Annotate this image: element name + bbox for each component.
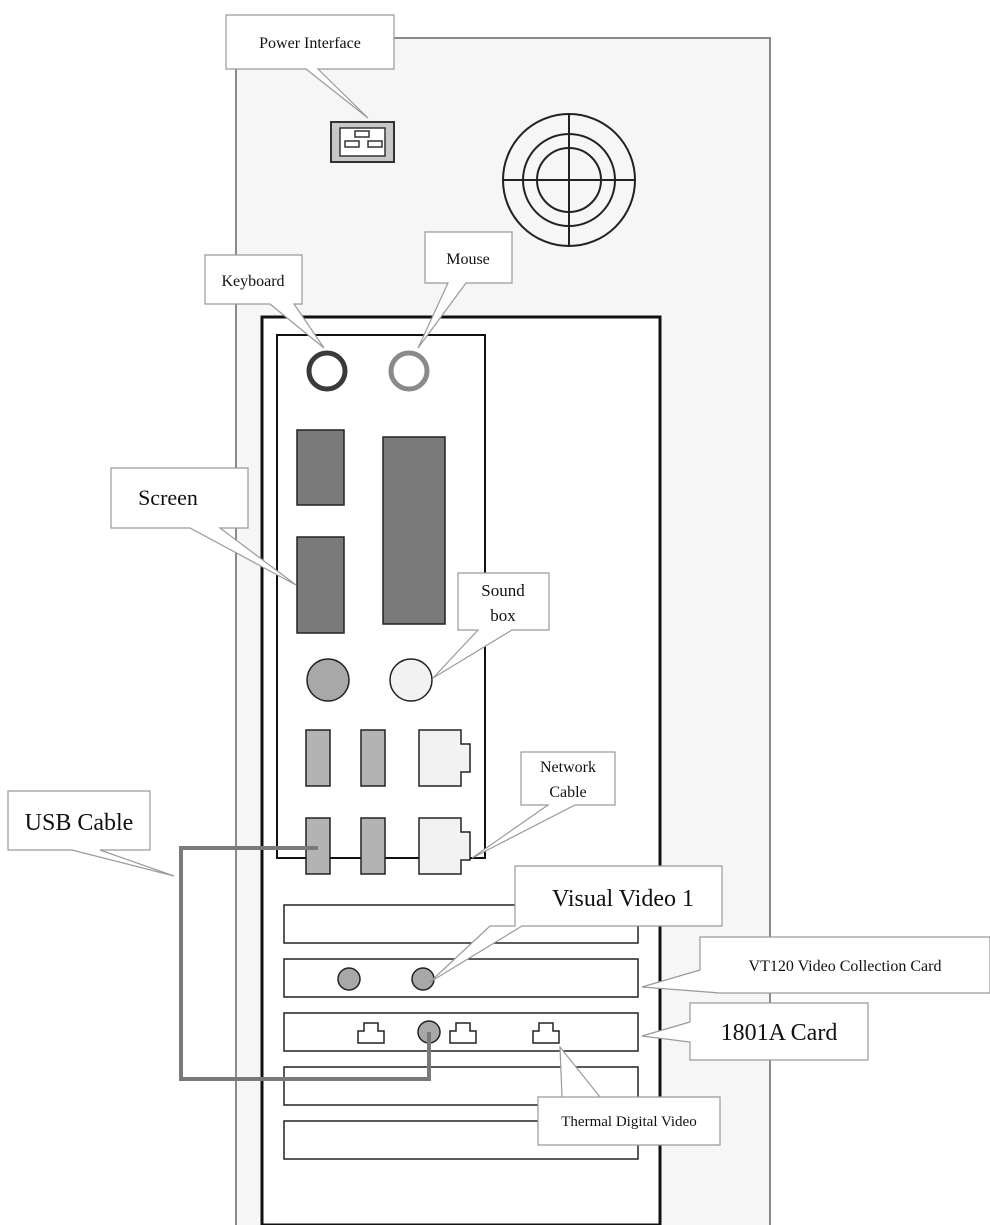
callout-screen: Screen [110,467,297,586]
usb-port-2 [360,729,386,787]
label-mouse: Mouse [446,251,490,268]
power-socket-icon [330,121,395,163]
callout-usb-cable: USB Cable [7,790,175,877]
vt120-connector-1 [337,967,361,991]
callout-keyboard: Keyboard [204,254,325,349]
usb-cable-line [179,846,431,1081]
chassis-outline [235,37,771,1225]
mouse-port [388,350,430,392]
label-vt120-card: VT120 Video Collection Card [749,958,942,975]
label-network-cable-line1: Network [540,759,596,776]
parallel-port [382,436,446,625]
label-thermal-digital-video: Thermal Digital Video [561,1114,696,1130]
label-screen: Screen [138,485,198,510]
keyboard-port [306,350,348,392]
expansion-slot-vt120 [283,958,639,998]
network-port-upper [418,729,471,787]
label-power-interface: Power Interface [259,35,361,52]
usb-port-1 [305,729,331,787]
network-port-lower [418,817,471,875]
callout-visual-video-1: Visual Video 1 [429,865,723,983]
fan-icon [502,113,636,247]
usb-port-4 [360,817,386,875]
label-1801a-card: 1801A Card [721,1020,838,1046]
card-1801a-port-1 [357,1022,385,1044]
callout-vt120-card: VT120 Video Collection Card [641,936,990,994]
callout-mouse: Mouse [417,231,513,349]
card-1801a-thermal-port [532,1022,560,1044]
label-network-cable-line2: Cable [549,784,586,801]
callout-thermal-digital-video: Thermal Digital Video [537,1045,721,1146]
vt120-visual-video-connector [411,967,435,991]
callout-power-interface: Power Interface [225,14,395,119]
callout-1801a-card: 1801A Card [641,1002,869,1061]
label-sound-box-line1: Sound [481,581,525,600]
audio-jack-left [306,658,350,702]
vga-port-upper [296,429,345,506]
callout-network-cable: Network Cable [471,751,616,859]
callout-sound-box: Sound box [432,572,550,679]
label-sound-box-line2: box [490,606,516,625]
vga-port-lower [296,536,345,634]
card-1801a-port-2 [449,1022,477,1044]
sound-box-jack [389,658,433,702]
label-visual-video-1: Visual Video 1 [552,886,694,912]
label-keyboard: Keyboard [221,273,284,290]
label-usb-cable: USB Cable [25,810,134,836]
